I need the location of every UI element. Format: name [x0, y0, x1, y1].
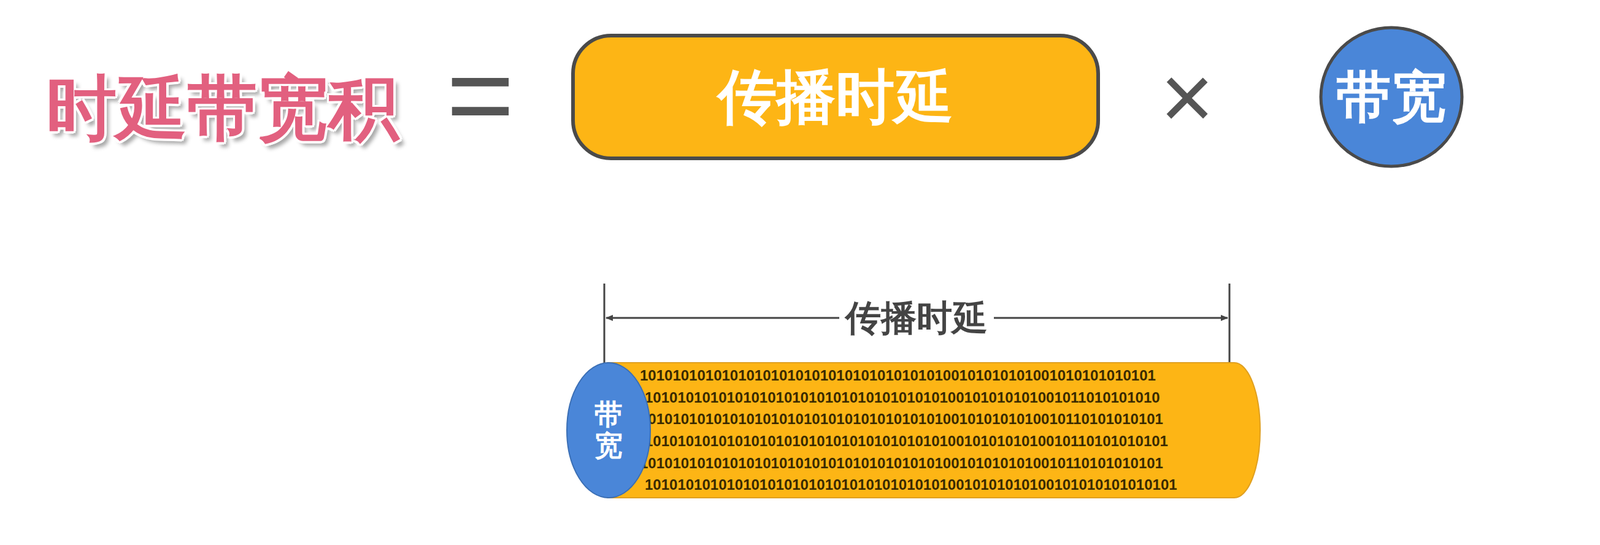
- bandwidth-end: 带宽: [566, 361, 651, 499]
- node-text: 传播时延: [717, 64, 954, 130]
- pipe-body: 1010101010101010101010101010101010101001…: [607, 361, 1261, 499]
- bit-row: 1010101010101010101010101010101010101001…: [639, 473, 1178, 496]
- formula-term: 时延带宽积: [46, 61, 399, 157]
- bit-row: 1010101010101010101010101010101010101001…: [639, 364, 1178, 387]
- equals-sign: =: [446, 36, 515, 153]
- binary-rows: 1010101010101010101010101010101010101001…: [639, 364, 1178, 496]
- bit-row: 1010101010101010101010101010101010101001…: [639, 407, 1178, 431]
- node-text: 带宽: [1336, 66, 1447, 128]
- times-sign: ×: [1160, 50, 1215, 143]
- dimension-label: 传播时延: [839, 297, 994, 339]
- term-box: 传播时延: [571, 33, 1100, 161]
- node-text: 带宽: [594, 398, 623, 461]
- bit-row: 1010101010101010101010101010101010101001…: [639, 386, 1178, 409]
- bit-row: 1010101010101010101010101010101010101001…: [639, 430, 1178, 453]
- term-circle: 带宽: [1319, 25, 1464, 169]
- bit-row: 1010101010101010101010101010101010101001…: [639, 452, 1178, 475]
